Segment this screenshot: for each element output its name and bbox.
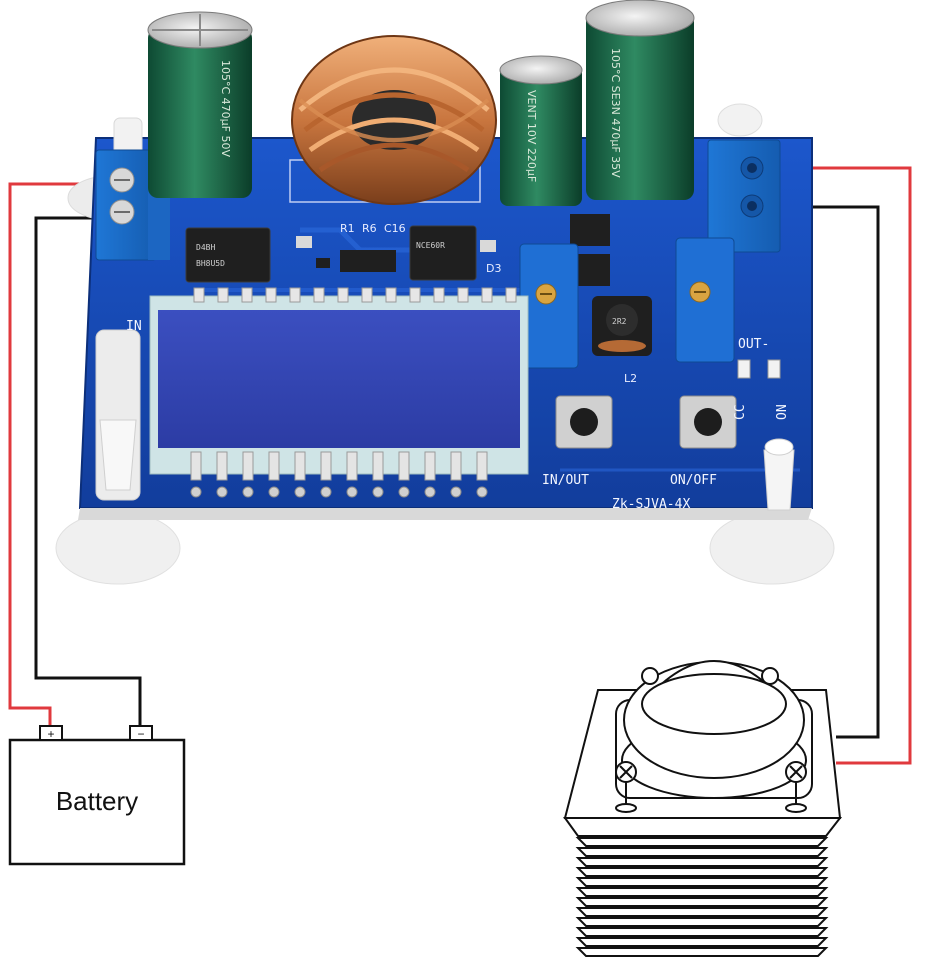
wire-battery-positive xyxy=(8,182,110,728)
lcd-top-pin xyxy=(241,287,253,303)
heatsink-fin xyxy=(575,937,829,947)
ic-middle-marking: NCE60R xyxy=(416,241,445,250)
heatsink-fin xyxy=(575,857,829,867)
lcd-pin xyxy=(398,451,410,498)
lcd-top-pin xyxy=(505,287,517,303)
output-terminal-block xyxy=(707,139,781,253)
heatsink-fin xyxy=(575,887,829,897)
heatsink-fin xyxy=(575,947,829,957)
output-terminal-screw-positive xyxy=(740,156,764,180)
lcd-pin xyxy=(190,451,202,498)
heatsink-fin xyxy=(575,877,829,887)
silk-out-label: OUT- xyxy=(738,337,769,352)
capacitor-right-marking: 105°C SE3N 470μF 35V xyxy=(609,48,622,178)
capacitor-left-marking: 105°C 470μF 50V xyxy=(219,60,232,157)
wire-load-negative xyxy=(772,205,880,739)
ic-left-marking: BH8U5D xyxy=(196,259,225,268)
ic-left: D4BH BH8U5D xyxy=(185,227,271,283)
heatsink-fin xyxy=(575,907,829,917)
silk-ref-r6: R6 xyxy=(362,222,377,235)
lcd-pin xyxy=(476,451,488,498)
silk-cc-label: CC xyxy=(733,404,748,420)
battery-plus-sign: + xyxy=(47,727,54,741)
capacitor-middle-marking: VENT 10V 220μF xyxy=(525,90,538,182)
heatsink-fin xyxy=(575,897,829,907)
lcd-top-pin xyxy=(217,287,229,303)
lcd-top-pin xyxy=(409,287,421,303)
toroidal-inductor xyxy=(291,35,497,205)
potentiometer-left xyxy=(519,243,579,369)
lcd-top-pin xyxy=(193,287,205,303)
input-terminal-screw-negative xyxy=(109,199,135,225)
status-led-cc xyxy=(737,359,751,379)
lcd-pin xyxy=(372,451,384,498)
lcd-pin xyxy=(346,451,358,498)
lcd-pin xyxy=(268,451,280,498)
lcd-pin xyxy=(294,451,306,498)
heatsink-fin xyxy=(575,917,829,927)
status-led-on xyxy=(767,359,781,379)
silk-on-off-label: ON/OFF xyxy=(670,473,717,488)
lcd-display xyxy=(149,295,529,475)
lcd-top-pin xyxy=(337,287,349,303)
lcd-top-pin xyxy=(289,287,301,303)
lcd-top-pin xyxy=(265,287,277,303)
ic-left-code: D4BH xyxy=(196,243,215,252)
capacitor-middle: VENT 10V 220μF xyxy=(499,55,583,206)
small-inductor: 2R2 xyxy=(592,296,652,356)
capacitor-right: 105°C SE3N 470μF 35V xyxy=(585,0,695,200)
led-lamp-with-heatsink-icon xyxy=(563,660,843,957)
lcd-top-pin xyxy=(433,287,445,303)
silk-in-out-label: IN/OUT xyxy=(542,473,589,488)
lcd-pin xyxy=(216,451,228,498)
heatsink-fin xyxy=(575,837,829,847)
lcd-top-pins xyxy=(193,287,517,303)
board-foot-left-front xyxy=(55,511,181,585)
lcd-top-pin xyxy=(457,287,469,303)
lcd-pin xyxy=(242,451,254,498)
output-terminal-screw-negative xyxy=(740,194,764,218)
lcd-pin-header xyxy=(190,451,488,498)
standoff-left xyxy=(95,329,141,501)
in-out-button[interactable] xyxy=(555,395,613,449)
small-inductor-marking: 2R2 xyxy=(612,317,627,326)
heatsink-fin xyxy=(575,867,829,877)
silk-diode-label: D3 xyxy=(486,262,501,275)
lcd-top-pin xyxy=(481,287,493,303)
battery-label: Battery xyxy=(56,786,138,816)
battery: + − Battery xyxy=(8,725,186,866)
lcd-top-pin xyxy=(385,287,397,303)
lcd-top-pin xyxy=(361,287,373,303)
heatsink-fin xyxy=(575,847,829,857)
capacitor-left: 105°C 470μF 50V xyxy=(147,11,253,198)
battery-minus-sign: − xyxy=(137,727,144,741)
lcd-pin xyxy=(450,451,462,498)
silk-ref-c16: C16 xyxy=(384,222,406,235)
lcd-pin xyxy=(320,451,332,498)
wire-load-positive xyxy=(770,166,912,765)
board-foot-right-front xyxy=(709,511,835,585)
standoff-right xyxy=(763,438,795,511)
board-foot-right-back xyxy=(717,103,763,137)
input-terminal-screw-positive xyxy=(109,167,135,193)
heatsink-fin xyxy=(575,927,829,937)
silk-in-label: IN xyxy=(126,319,142,334)
potentiometer-right xyxy=(675,237,735,363)
battery-negative-terminal: − xyxy=(129,725,153,741)
battery-positive-terminal: + xyxy=(39,725,63,741)
on-off-button[interactable] xyxy=(679,395,737,449)
silk-inductor-label: L2 xyxy=(624,372,637,385)
lcd-top-pin xyxy=(313,287,325,303)
silk-on-label: ON xyxy=(775,404,790,420)
silk-model-label: Zk-SJVA-4X xyxy=(612,497,690,512)
ic-middle: NCE60R xyxy=(409,225,477,281)
silk-ref-r1: R1 xyxy=(340,222,355,235)
wire-battery-negative xyxy=(34,216,142,728)
lcd-pin xyxy=(424,451,436,498)
